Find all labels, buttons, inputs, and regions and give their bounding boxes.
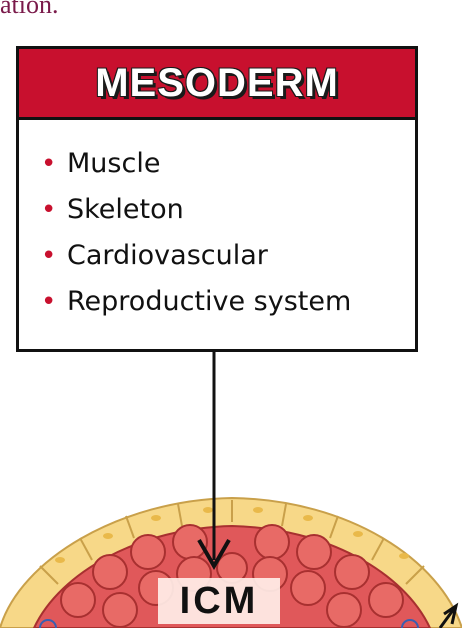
list-item-label: Skeleton bbox=[67, 194, 184, 225]
list-item-label: Reproductive system bbox=[67, 286, 352, 317]
mesoderm-title: MESODERM bbox=[95, 60, 339, 105]
bullet-icon: • bbox=[41, 287, 57, 317]
caption-fragment: ation. bbox=[0, 0, 59, 19]
connector-arrowhead bbox=[197, 539, 231, 571]
mesoderm-box: MESODERM • Muscle • Skeleton • Cardiovascul… bbox=[16, 46, 418, 352]
list-item-skeleton: • Skeleton bbox=[41, 187, 351, 233]
list-item-cardiovascular: • Cardiovascular bbox=[41, 233, 351, 279]
cavity-cell-right bbox=[401, 619, 419, 628]
mesoderm-list: • Muscle • Skeleton • Cardiovascular • Repro… bbox=[41, 141, 351, 325]
mesoderm-header: MESODERM bbox=[19, 49, 415, 120]
icm-label: ICM bbox=[179, 579, 259, 622]
list-item-reproductive-system: • Reproductive system bbox=[41, 279, 351, 325]
list-item-muscle: • Muscle bbox=[41, 141, 351, 187]
bullet-icon: • bbox=[41, 149, 57, 179]
trophoblast-cells bbox=[39, 500, 425, 585]
side-arrow bbox=[438, 602, 459, 628]
bullet-icon: • bbox=[41, 195, 57, 225]
list-item-label: Muscle bbox=[67, 148, 161, 179]
bullet-icon: • bbox=[41, 241, 57, 271]
cavity-cell-left bbox=[39, 619, 57, 628]
trophoblast-nuclei bbox=[55, 507, 409, 563]
icm-label-box: ICM bbox=[158, 578, 280, 624]
list-item-label: Cardiovascular bbox=[67, 240, 268, 271]
